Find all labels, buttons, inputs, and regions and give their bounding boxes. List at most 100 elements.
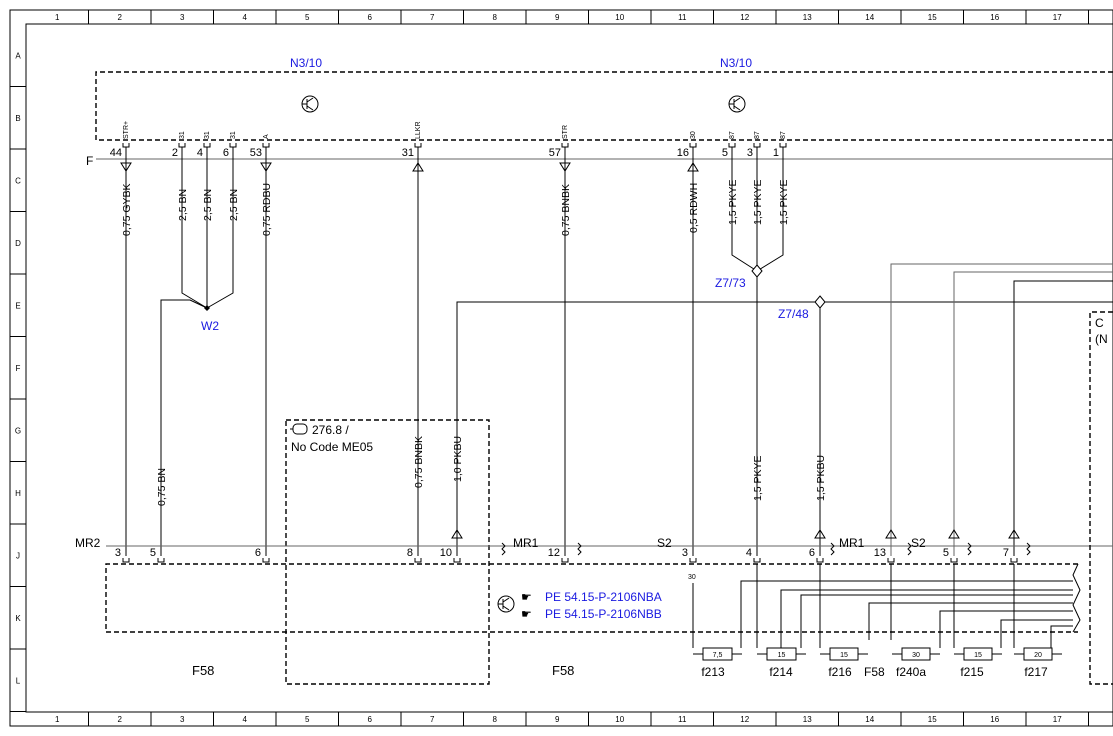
fuse-label: f214 <box>769 665 793 679</box>
splice-z7-48-label[interactable]: Z7/48 <box>778 307 809 321</box>
svg-text:7: 7 <box>1003 547 1009 559</box>
pointing-hand-icon: ☛ <box>521 607 532 621</box>
grid-col-label: 15 <box>928 715 937 724</box>
grid-col-label: 2 <box>118 13 123 22</box>
top-pin: STR+44 <box>110 121 130 159</box>
svg-text:1,5 PKYE: 1,5 PKYE <box>752 455 764 501</box>
fuse-rating: 15 <box>778 652 786 659</box>
s2-sub-label: 30 <box>688 574 696 581</box>
fuse-rating: 20 <box>1034 652 1042 659</box>
direction-arrows <box>120 162 1020 539</box>
bottom-pin: 7 <box>1003 547 1018 563</box>
bottom-pin: 6 <box>255 547 270 563</box>
grid-col-label: 4 <box>243 13 248 22</box>
svg-text:0,5 RDWH: 0,5 RDWH <box>688 183 700 233</box>
f58-label: F58 <box>864 665 885 679</box>
engine-variant-box <box>285 419 490 685</box>
splice-z7-48-icon <box>814 295 826 309</box>
svg-text:87: 87 <box>780 131 787 139</box>
bottom-pin: 3 <box>115 547 130 563</box>
grid-col-label: 14 <box>865 715 874 724</box>
grid-row-label: J <box>16 551 20 560</box>
svg-text:10: 10 <box>440 547 452 559</box>
svg-text:31: 31 <box>204 131 211 139</box>
svg-text:5: 5 <box>150 547 156 559</box>
grid-row-label: K <box>15 614 21 623</box>
f58-label: F58 <box>552 663 574 678</box>
top-pin: A 53 <box>250 134 270 159</box>
svg-text:53: 53 <box>250 147 262 159</box>
grid-col-label: 17 <box>1053 715 1062 724</box>
diagram-inner-frame <box>25 23 1113 713</box>
diagram-frame <box>9 9 1113 727</box>
grid-col-label: 16 <box>990 13 999 22</box>
grid-col-label: 8 <box>493 715 498 724</box>
fuse-label: f240a <box>896 665 926 679</box>
svg-text:31: 31 <box>402 147 414 159</box>
f58-break-edge <box>1072 563 1081 633</box>
grid-col-label: 8 <box>493 13 498 22</box>
n3-10-label-left[interactable]: N3/10 <box>290 56 322 70</box>
grid-col-label: 3 <box>180 13 185 22</box>
grid-col-label: 1 <box>55 13 60 22</box>
ref-link-nbb[interactable]: PE 54.15-P-2106NBB <box>545 607 662 621</box>
fuse-feed-wires <box>692 564 1073 648</box>
grid-col-label: 11 <box>678 715 687 724</box>
grid-row-label: E <box>15 301 20 310</box>
svg-text:30: 30 <box>690 131 697 139</box>
n3-10-label-right[interactable]: N3/10 <box>720 56 752 70</box>
right-module-outline <box>1089 311 1113 685</box>
wire-labels-top: 0,75 GYBK 2,5 BN 2,5 BN 2,5 BN 0,75 RDBU… <box>121 179 790 236</box>
bottom-pin: 13 <box>874 547 895 563</box>
fuse-label: f213 <box>701 665 725 679</box>
fuse-label: f216 <box>828 665 852 679</box>
n3-10-module-outline <box>95 71 1113 141</box>
transistor-icon <box>728 95 746 113</box>
svg-text:2,5 BN: 2,5 BN <box>202 189 214 221</box>
top-pin: 314 <box>197 131 211 159</box>
ref-link-nba[interactable]: PE 54.15-P-2106NBA <box>545 590 662 604</box>
svg-text:16: 16 <box>677 147 689 159</box>
grid-col-label: 11 <box>678 13 687 22</box>
svg-text:2,5 BN: 2,5 BN <box>228 189 240 221</box>
top-pin: 871 <box>773 131 787 159</box>
grid-col-label: 12 <box>740 715 749 724</box>
svg-text:5: 5 <box>943 547 949 559</box>
splice-z7-73-label[interactable]: Z7/73 <box>715 276 746 290</box>
grid-row-label: C <box>15 176 21 185</box>
bottom-pin: 5 <box>943 547 958 563</box>
svg-text:2,5 BN: 2,5 BN <box>177 189 189 221</box>
svg-text:4: 4 <box>197 147 203 159</box>
bottom-pin: 4 <box>746 547 761 563</box>
svg-text:0,75 BN: 0,75 BN <box>156 468 168 506</box>
wire-labels-mid: 0,75 BN 0,75 BNBK 1,0 PKBU 1,5 PKYE 1,5 … <box>156 436 827 506</box>
connector-mr1-label: MR1 <box>513 536 539 550</box>
svg-text:A: A <box>263 134 270 139</box>
engine-note: No Code ME05 <box>291 440 373 454</box>
top-pin-group: STR+44312314316A53LLKR31STR5730168758738… <box>110 121 787 159</box>
splice-z7-73-icon <box>751 264 763 278</box>
svg-text:1,5 PKYE: 1,5 PKYE <box>752 179 764 225</box>
grid-row-label: F <box>16 364 21 373</box>
f58-label: F58 <box>192 663 214 678</box>
svg-text:8: 8 <box>407 547 413 559</box>
grid-row-label: A <box>15 51 21 60</box>
svg-text:STR: STR <box>562 125 569 139</box>
fuse[interactable]: 15 f214 <box>757 647 806 679</box>
grid-col-label: 7 <box>430 715 435 724</box>
ground-w2-label[interactable]: W2 <box>201 319 219 333</box>
grid-col-label: 3 <box>180 715 185 724</box>
bottom-pin: 12 <box>548 547 569 563</box>
svg-text:1,0 PKBU: 1,0 PKBU <box>452 436 464 482</box>
svg-text:1,5 PKBU: 1,5 PKBU <box>815 455 827 501</box>
grid-row-label: D <box>15 239 21 248</box>
svg-text:5: 5 <box>722 147 728 159</box>
